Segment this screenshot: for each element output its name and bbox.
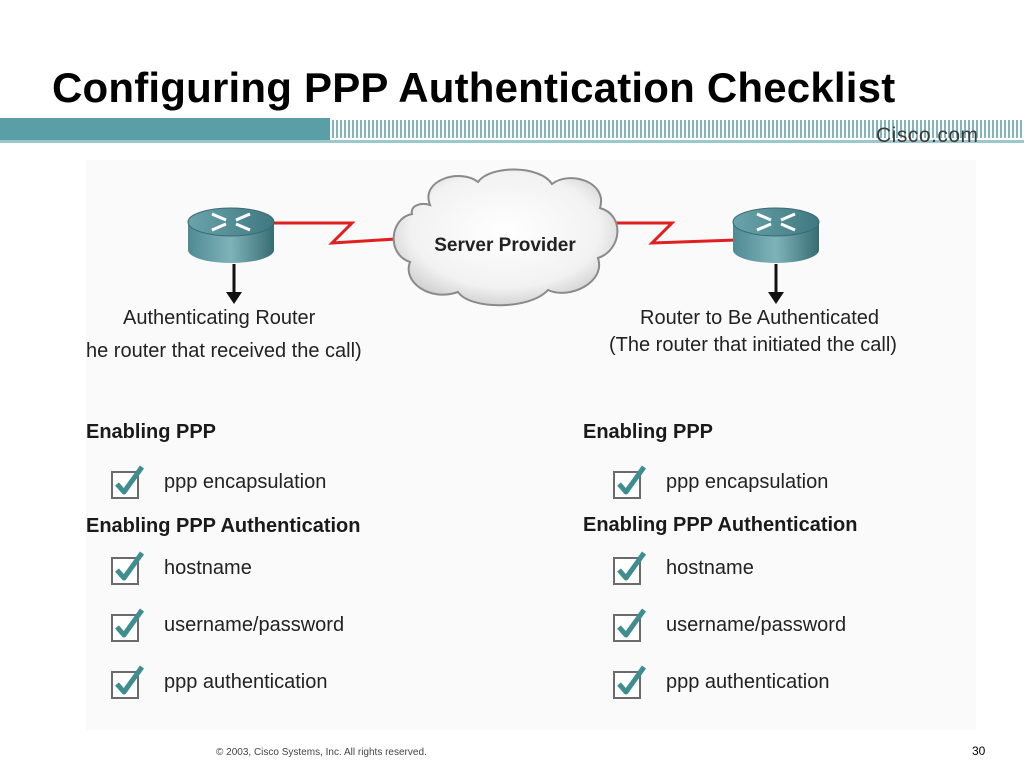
checkbox-checked-icon (111, 551, 145, 585)
checklist-item-label: ppp encapsulation (164, 470, 327, 493)
checklist-item-label: ppp authentication (164, 670, 328, 693)
checklist-item: ppp authentication (612, 664, 829, 700)
checklist-item-label: username/password (666, 613, 847, 636)
section-enabling-ppp: Enabling PPP (583, 421, 714, 443)
section-enabling-ppp: Enabling PPP (86, 421, 217, 443)
checklist-item: ppp encapsulation (612, 464, 828, 500)
serial-link-right (595, 221, 737, 245)
header-band (0, 118, 1024, 143)
left-router-title: Authenticating Router (123, 307, 316, 329)
serial-link-left (272, 221, 413, 245)
checklist-item: ppp encapsulation (110, 464, 326, 500)
checklist-item: username/password (110, 607, 344, 643)
cisco-logo-text: Cisco.com (876, 124, 979, 147)
checkbox-checked-icon (111, 665, 145, 699)
checkbox-checked-icon (613, 551, 647, 585)
page-number: 30 (972, 744, 986, 758)
checklist-item: hostname (612, 550, 754, 586)
router-icon (732, 207, 820, 263)
checklist-item-label: hostname (164, 556, 252, 579)
checkbox-checked-icon (613, 465, 647, 499)
checklist-item: hostname (110, 550, 252, 586)
section-enabling-ppp-auth: Enabling PPP Authentication (583, 514, 858, 536)
checklist-item: ppp authentication (110, 664, 327, 700)
checklist-item-label: hostname (666, 556, 754, 579)
checkbox-checked-icon (111, 608, 145, 642)
copyright-footer: © 2003, Cisco Systems, Inc. All rights r… (216, 747, 427, 758)
checklist-item-label: ppp encapsulation (666, 470, 829, 493)
checkbox-checked-icon (111, 465, 145, 499)
right-router-title: Router to Be Authenticated (640, 307, 880, 329)
cloud-label: Server Provider (434, 235, 576, 256)
network-diagram: Server Provider (187, 168, 820, 307)
slide-title: Configuring PPP Authentication Checklist (52, 64, 896, 111)
right-router-subtitle: (The router that initiated the call) (609, 334, 897, 356)
router-icon (187, 207, 275, 263)
checkbox-checked-icon (613, 608, 647, 642)
checklist-item-label: ppp authentication (666, 670, 830, 693)
cloud-icon: Server Provider (392, 168, 619, 307)
checkbox-checked-icon (613, 665, 647, 699)
section-enabling-ppp-auth: Enabling PPP Authentication (86, 515, 361, 537)
checklist-item-label: username/password (164, 613, 345, 636)
left-router-subtitle: he router that received the call) (86, 340, 362, 362)
checklist-item: username/password (612, 607, 846, 643)
